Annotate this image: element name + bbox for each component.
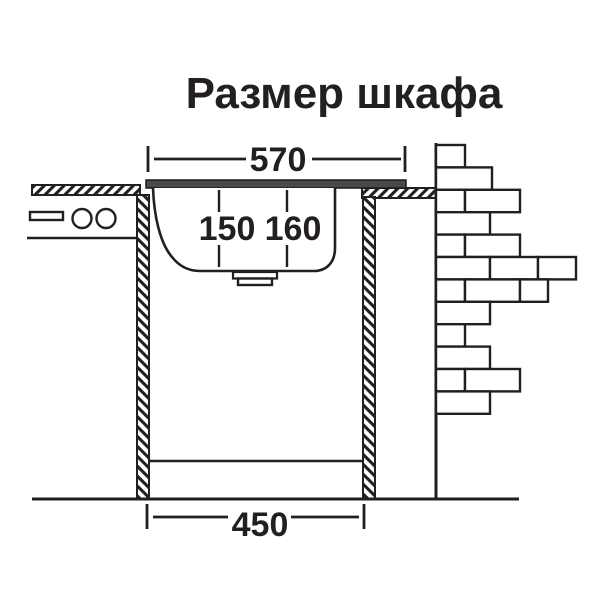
- sink-bowl: [151, 187, 337, 273]
- brick-wall: [434, 143, 578, 415]
- brick: [434, 390, 492, 415]
- drain-body: [236, 277, 274, 287]
- sink-rim: [145, 179, 407, 189]
- brick: [536, 255, 578, 281]
- brick: [518, 278, 550, 303]
- adjacent-appliance: [27, 207, 137, 240]
- brick: [434, 143, 467, 169]
- brick: [463, 367, 522, 393]
- dimension-bottom-width: [145, 504, 366, 529]
- brick: [434, 166, 494, 191]
- countertop-left: [31, 184, 141, 196]
- brick: [463, 188, 522, 214]
- knob-right: [95, 207, 117, 230]
- dim-label-inner-right: 160: [265, 210, 322, 248]
- brick: [434, 345, 492, 371]
- brick: [434, 300, 492, 326]
- brick: [463, 233, 522, 259]
- dim-label-top-width: 570: [250, 141, 307, 179]
- brick: [434, 367, 467, 393]
- dim-label-bottom-width: 450: [232, 506, 289, 544]
- dim-label-inner-left: 150: [199, 210, 256, 248]
- dimension-top-width: [146, 146, 407, 172]
- brick: [463, 278, 522, 303]
- cabinet-left-panel: [136, 194, 150, 500]
- brick: [434, 188, 467, 214]
- brick: [434, 255, 492, 281]
- sink-drain: [231, 270, 279, 287]
- cabinet-right-panel: [362, 196, 376, 500]
- brick: [434, 278, 467, 303]
- brick: [488, 255, 540, 281]
- brick: [434, 210, 492, 236]
- knob-left: [71, 207, 93, 230]
- brick: [434, 233, 467, 259]
- drawer-handle: [28, 210, 65, 222]
- diagram-title: Размер шкафа: [186, 69, 503, 118]
- bowl-depth-lines: [217, 190, 289, 267]
- brick: [434, 323, 467, 348]
